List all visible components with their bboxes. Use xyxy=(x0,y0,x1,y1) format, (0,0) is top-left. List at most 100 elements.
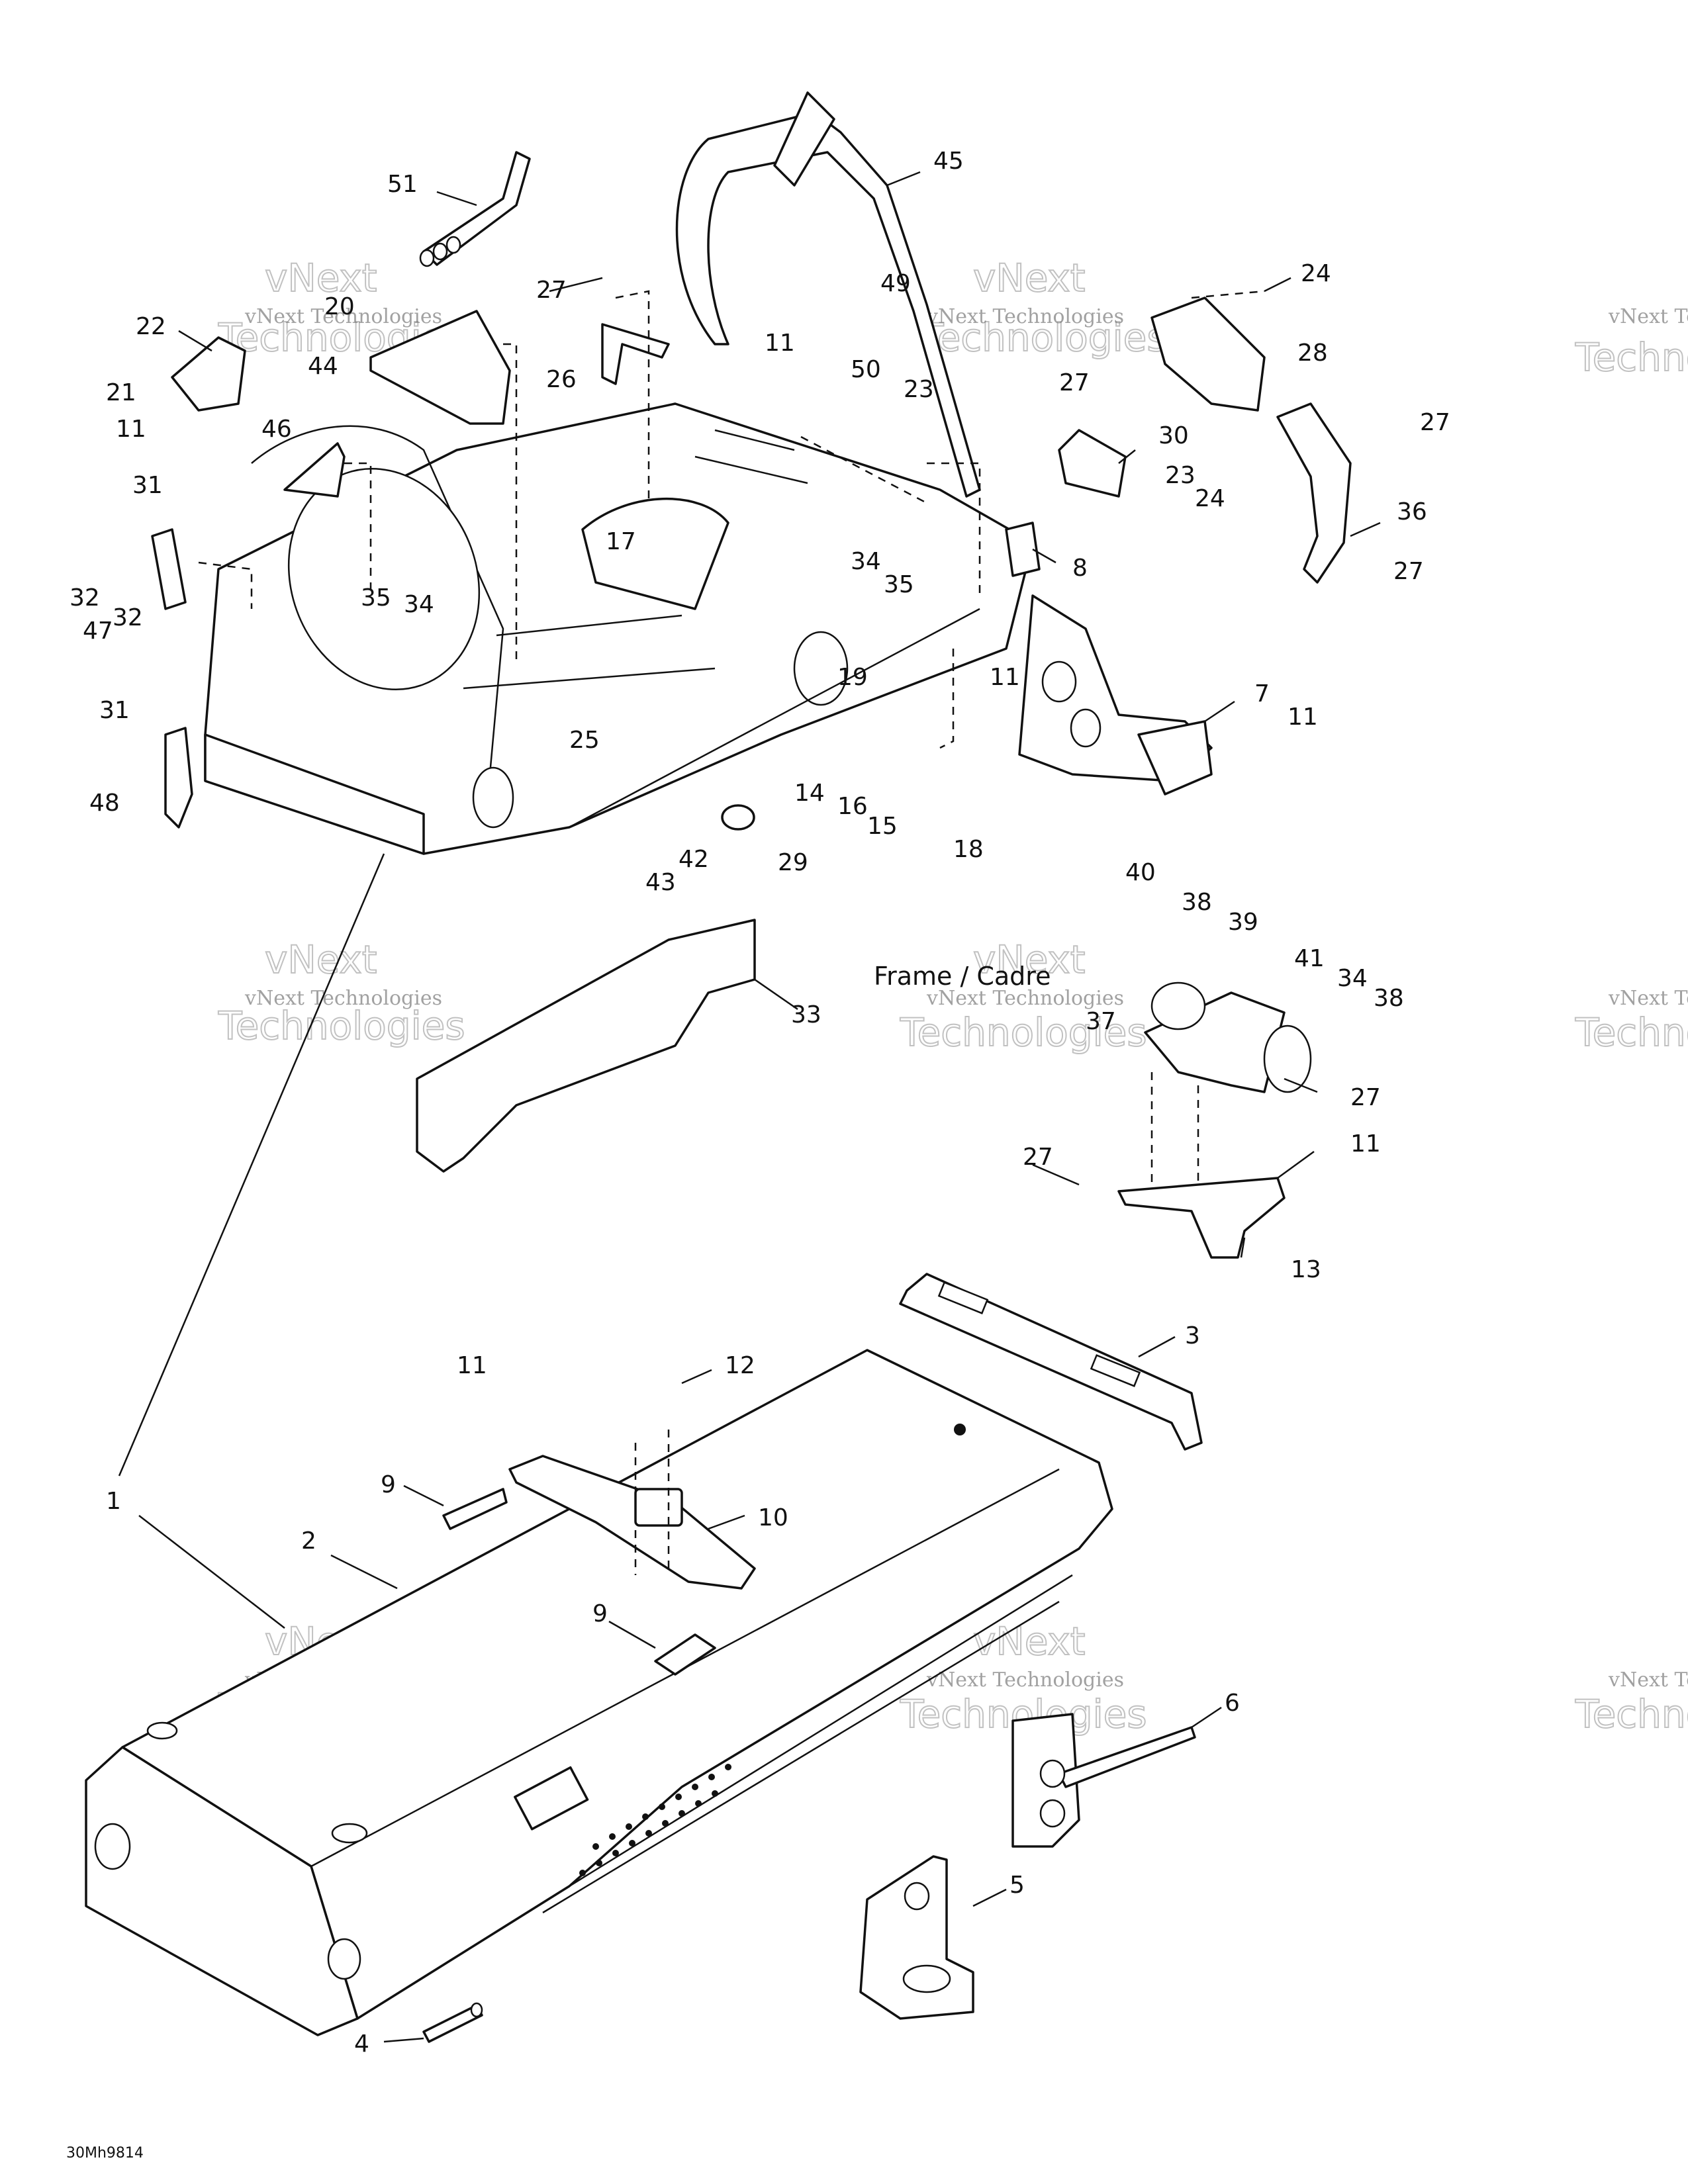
callout-31: 31 xyxy=(132,472,163,499)
assembly-lines xyxy=(198,290,1265,1575)
callout-24: 24 xyxy=(1195,485,1225,512)
watermark-vnext: vNext xyxy=(973,255,1085,300)
callout-43: 43 xyxy=(645,869,676,896)
part-30-bracket xyxy=(1058,429,1127,498)
part-28-bracket xyxy=(1150,296,1266,412)
callout-38: 38 xyxy=(1182,889,1212,916)
callout-11: 11 xyxy=(765,330,795,357)
watermark-5: vNext vNext Technologies Technologies xyxy=(899,936,1148,1056)
callout-22: 22 xyxy=(136,313,166,340)
callout-7: 7 xyxy=(1254,680,1270,707)
watermark-vnext-technologies: vNext Technologies xyxy=(926,987,1124,1010)
part-36-bracket xyxy=(1276,402,1352,584)
watermark-technologies: Technologies xyxy=(1575,1010,1688,1055)
part-29-grommet xyxy=(721,804,755,831)
callout-39: 39 xyxy=(1228,909,1258,936)
callout-35: 35 xyxy=(361,584,391,612)
part-1-main-frame xyxy=(204,402,1034,855)
callout-8: 8 xyxy=(1072,555,1088,582)
part-5-bracket xyxy=(859,1855,974,2020)
callout-11: 11 xyxy=(457,1352,487,1379)
callout-32: 32 xyxy=(70,584,100,612)
watermark-6: vNext Technologies Technologies xyxy=(1574,987,1688,1056)
callout-49: 49 xyxy=(880,270,911,297)
callout-23: 23 xyxy=(1165,462,1196,489)
watermark-vnext: vNext xyxy=(265,255,377,300)
watermarks: vNext vNext Technologies Technologies vN… xyxy=(217,255,1688,1737)
watermark-vnext-technologies: vNext Technologies xyxy=(244,305,442,328)
callout-50: 50 xyxy=(851,356,881,383)
callout-27: 27 xyxy=(1023,1144,1053,1171)
watermark-4: vNext vNext Technologies Technologies xyxy=(217,936,466,1049)
callout-45: 45 xyxy=(933,148,964,175)
callout-17: 17 xyxy=(606,528,636,555)
callout-28: 28 xyxy=(1297,340,1328,367)
callout-21: 21 xyxy=(106,379,136,406)
callout-25: 25 xyxy=(569,727,600,754)
callout-2: 2 xyxy=(301,1527,316,1555)
callout-13: 13 xyxy=(1291,1256,1321,1283)
callout-31: 31 xyxy=(99,697,130,724)
watermark-vnext-technologies: vNext Technologies xyxy=(1608,305,1688,328)
part-13-bracket xyxy=(1117,1177,1286,1259)
part-51-hoses xyxy=(419,151,531,267)
callout-34: 34 xyxy=(1337,965,1368,992)
watermark-vnext: vNext xyxy=(973,937,1085,982)
callout-47: 47 xyxy=(83,617,113,645)
callout-14: 14 xyxy=(794,780,825,807)
watermark-vnext-technologies: vNext Technologies xyxy=(926,305,1124,328)
callout-11: 11 xyxy=(990,664,1020,691)
callout-27: 27 xyxy=(1420,409,1450,436)
part-8-bracket xyxy=(1005,522,1041,577)
callout-27: 27 xyxy=(536,277,567,304)
callouts: 1 2 3 4 5 6 7 8 9 9 10 11 11 11 11 11 11… xyxy=(70,148,1450,2058)
callout-36: 36 xyxy=(1397,498,1427,525)
callout-48: 48 xyxy=(89,790,120,817)
part-20-mount xyxy=(369,310,511,425)
callout-11: 11 xyxy=(1350,1130,1381,1158)
callout-27: 27 xyxy=(1059,369,1090,396)
callout-33: 33 xyxy=(791,1001,821,1028)
callout-38: 38 xyxy=(1374,985,1404,1012)
callout-32: 32 xyxy=(113,604,143,631)
part-48-bracket xyxy=(164,727,193,829)
callout-27: 27 xyxy=(1393,558,1424,585)
part-33-side-panel xyxy=(416,919,756,1173)
watermark-vnext: vNext xyxy=(265,937,377,982)
callout-6: 6 xyxy=(1225,1690,1240,1717)
watermark-technologies: Technologies xyxy=(1575,1692,1688,1737)
callout-27: 27 xyxy=(1350,1084,1381,1111)
callout-46: 46 xyxy=(261,416,292,443)
part-4-rod xyxy=(422,2002,483,2043)
callout-4: 4 xyxy=(354,2030,369,2058)
leader-lines xyxy=(118,171,1381,2043)
watermark-technologies: Technologies xyxy=(900,1010,1147,1055)
callout-26: 26 xyxy=(546,366,577,393)
callout-11: 11 xyxy=(1288,704,1318,731)
part-45-handle xyxy=(675,91,981,498)
watermark-3: vNext Technologies Technologies xyxy=(1574,305,1688,381)
watermark-vnext-technologies: vNext Technologies xyxy=(244,987,442,1010)
part-22-bracket xyxy=(171,336,246,412)
part-2-tunnel xyxy=(85,1349,1113,2036)
part-9-bracket-b xyxy=(654,1633,716,1676)
callout-41: 41 xyxy=(1294,945,1325,972)
tunnel-perforations xyxy=(579,1764,731,1876)
part-47-bracket xyxy=(151,528,187,610)
callout-37: 37 xyxy=(1086,1008,1116,1035)
watermark-vnext-technologies: vNext Technologies xyxy=(1608,987,1688,1010)
watermark-technologies: Technologies xyxy=(218,1003,465,1048)
callout-11: 11 xyxy=(116,416,146,443)
part-3-plate xyxy=(899,1273,1203,1451)
callout-1: 1 xyxy=(106,1488,121,1515)
callout-9: 9 xyxy=(592,1600,608,1627)
diagram-title: Frame / Cadre xyxy=(874,962,1051,991)
part-26-bracket xyxy=(601,323,670,385)
callout-16: 16 xyxy=(837,793,868,820)
callout-15: 15 xyxy=(867,813,898,840)
callout-20: 20 xyxy=(324,293,355,320)
callout-3: 3 xyxy=(1185,1322,1200,1349)
callout-29: 29 xyxy=(778,849,808,876)
callout-34: 34 xyxy=(404,591,434,618)
callout-9: 9 xyxy=(381,1471,396,1498)
